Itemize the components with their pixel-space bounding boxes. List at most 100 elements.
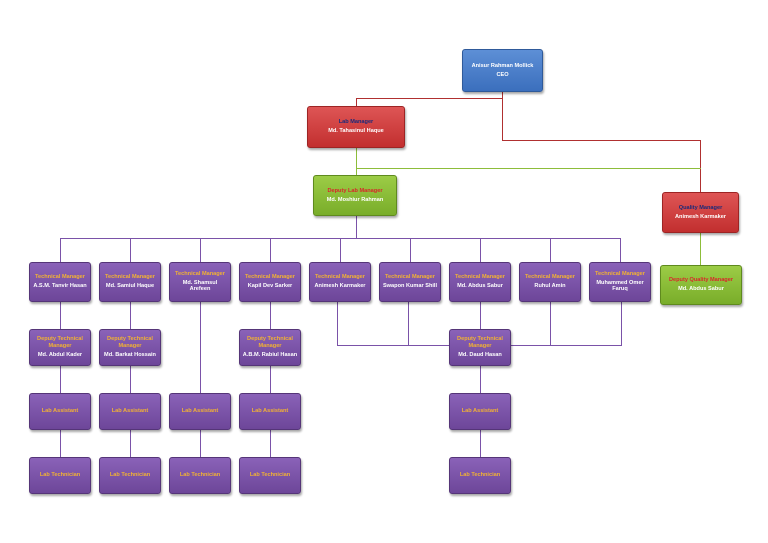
node-person: A.B.M. Rabiul Hasan bbox=[242, 351, 298, 358]
node-role: Technical Manager bbox=[525, 274, 575, 281]
node-person: Muhammed Omer Faruq bbox=[596, 279, 644, 293]
node-role: Lab Technician bbox=[249, 472, 291, 478]
node-person: Kapil Dev Sarker bbox=[247, 283, 293, 289]
node-role: Lab Assistant bbox=[181, 408, 219, 414]
node-lab-technician: Lab Technician bbox=[449, 457, 511, 494]
node-person: Md. Moshiur Rahman bbox=[326, 196, 384, 203]
connector-line bbox=[60, 302, 61, 329]
connector-line bbox=[340, 238, 341, 262]
connector-line bbox=[130, 238, 131, 262]
node-role: Technical Manager bbox=[175, 270, 225, 277]
node-technical-manager: Technical Manager Md. Shamsul Arefeen bbox=[169, 262, 231, 302]
node-lab-technician: Lab Technician bbox=[29, 457, 91, 494]
node-person: Animesh Karmaker bbox=[675, 213, 726, 220]
connector-line bbox=[270, 302, 271, 329]
node-technical-manager: Technical Manager Swapon Kumar Shill bbox=[379, 262, 441, 302]
node-person: Md. Abdus Sabur bbox=[678, 286, 724, 292]
connector-line bbox=[60, 366, 61, 393]
node-role: Deputy Technical Manager bbox=[247, 336, 293, 349]
connector-line bbox=[502, 92, 503, 140]
node-role: Lab Manager bbox=[338, 119, 374, 126]
node-role: Lab Technician bbox=[179, 472, 221, 478]
node-deputy-technical-manager: Deputy Technical Manager Md. Abdul Kader bbox=[29, 329, 91, 366]
connector-line bbox=[130, 366, 131, 393]
node-role: Deputy Quality Manager bbox=[668, 277, 734, 284]
connector-line bbox=[356, 216, 357, 239]
node-person: CEO bbox=[496, 71, 509, 78]
node-technical-manager: Technical Manager Md. Abdus Sabur bbox=[449, 262, 511, 302]
node-ceo: Anisur Rahman Mollick CEO bbox=[462, 49, 543, 92]
node-role: Quality Manager bbox=[678, 204, 723, 211]
node-person: Md. Abdul Kader bbox=[37, 351, 83, 358]
connector-line bbox=[337, 302, 338, 346]
node-technical-manager: Technical Manager Animesh Karmaker bbox=[309, 262, 371, 302]
node-role: Lab Assistant bbox=[251, 408, 289, 414]
node-lab-technician: Lab Technician bbox=[239, 457, 301, 494]
node-role: Lab Assistant bbox=[41, 408, 79, 414]
node-deputy-technical-manager: Deputy Technical Manager Md. Daud Hasan bbox=[449, 329, 511, 366]
connector-line bbox=[356, 168, 701, 169]
node-role: Lab Technician bbox=[39, 472, 81, 478]
node-technical-manager: Technical Manager Kapil Dev Sarker bbox=[239, 262, 301, 302]
node-role: Technical Manager bbox=[455, 274, 505, 281]
node-role: Lab Assistant bbox=[111, 408, 149, 414]
connector-line bbox=[410, 238, 411, 262]
connector-line bbox=[130, 430, 131, 457]
node-lab-assistant: Lab Assistant bbox=[29, 393, 91, 430]
node-person: Animesh Karmaker bbox=[314, 283, 366, 289]
node-lab-assistant: Lab Assistant bbox=[449, 393, 511, 430]
node-person: Ruhul Amin bbox=[534, 283, 566, 289]
node-role: Technical Manager bbox=[315, 274, 365, 281]
connector-line bbox=[60, 430, 61, 457]
node-deputy-technical-manager: Deputy Technical Manager A.B.M. Rabiul H… bbox=[239, 329, 301, 366]
connector-line bbox=[356, 98, 357, 106]
connector-line bbox=[550, 238, 551, 262]
node-technical-manager: Technical Manager Md. Samiul Haque bbox=[99, 262, 161, 302]
connector-line bbox=[408, 302, 409, 346]
node-lab-technician: Lab Technician bbox=[99, 457, 161, 494]
node-role: Lab Assistant bbox=[461, 408, 499, 414]
node-quality-manager: Quality Manager Animesh Karmaker bbox=[662, 192, 739, 233]
node-person: Md. Samiul Haque bbox=[105, 283, 155, 289]
connector-line bbox=[621, 302, 622, 346]
node-lab-assistant: Lab Assistant bbox=[239, 393, 301, 430]
connector-line bbox=[502, 140, 701, 141]
node-role: Deputy Lab Manager bbox=[327, 187, 383, 194]
node-person: Md. Tahasinul Haque bbox=[328, 128, 384, 134]
connector-line bbox=[200, 302, 201, 393]
node-person: Swapon Kumar Shill bbox=[382, 283, 438, 289]
node-lab-assistant: Lab Assistant bbox=[169, 393, 231, 430]
node-role: Technical Manager bbox=[35, 274, 85, 281]
node-lab-technician: Lab Technician bbox=[169, 457, 231, 494]
connector-line bbox=[270, 430, 271, 457]
node-role: Deputy Technical Manager bbox=[107, 336, 153, 349]
connector-line bbox=[480, 430, 481, 457]
node-person: Md. Shamsul Arefeen bbox=[182, 279, 218, 293]
node-role: Lab Technician bbox=[459, 472, 501, 478]
connector-line bbox=[620, 238, 621, 262]
connector-line bbox=[480, 302, 481, 329]
connector-line bbox=[356, 148, 357, 175]
node-person: Md. Daud Hasan bbox=[458, 351, 502, 358]
connector-line bbox=[550, 302, 551, 346]
connector-line bbox=[700, 140, 701, 192]
connector-line bbox=[480, 238, 481, 262]
node-role: Deputy Technical Manager bbox=[37, 336, 83, 349]
node-role: Deputy Technical Manager bbox=[457, 336, 503, 349]
node-lab-assistant: Lab Assistant bbox=[99, 393, 161, 430]
node-deputy-technical-manager: Deputy Technical Manager Md. Barkat Hoss… bbox=[99, 329, 161, 366]
node-role: Anisur Rahman Mollick bbox=[471, 62, 534, 69]
node-technical-manager: Technical Manager A.S.M. Tanvir Hasan bbox=[29, 262, 91, 302]
node-lab-manager: Lab Manager Md. Tahasinul Haque bbox=[307, 106, 405, 148]
connector-line bbox=[700, 233, 701, 265]
node-person: A.S.M. Tanvir Hasan bbox=[33, 283, 87, 289]
node-person: Md. Abdus Sabur bbox=[457, 283, 503, 289]
connector-line bbox=[60, 238, 61, 262]
node-role: Technical Manager bbox=[595, 270, 645, 277]
node-role: Technical Manager bbox=[245, 274, 295, 281]
node-role: Technical Manager bbox=[385, 274, 435, 281]
node-deputy-quality-manager: Deputy Quality Manager Md. Abdus Sabur bbox=[660, 265, 742, 305]
node-role: Technical Manager bbox=[105, 274, 155, 281]
node-deputy-lab-manager: Deputy Lab Manager Md. Moshiur Rahman bbox=[313, 175, 397, 216]
